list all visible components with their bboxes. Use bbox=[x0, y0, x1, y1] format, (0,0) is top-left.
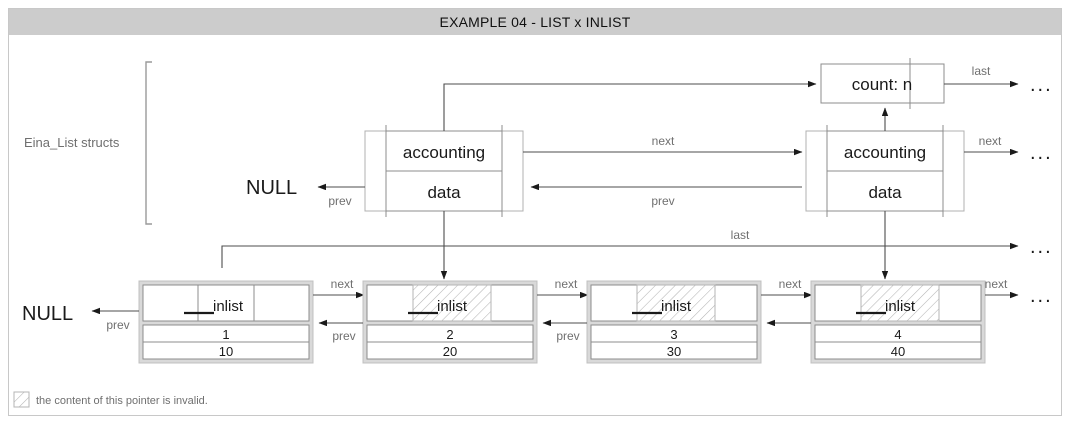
ellipsis-last: ... bbox=[1030, 236, 1053, 258]
inlist-node-2-label: inlist bbox=[437, 298, 468, 315]
wire-struct1-accounting-to-count bbox=[443, 80, 817, 131]
inlist-node-2-value-a: 2 bbox=[446, 327, 453, 342]
page-title: EXAMPLE 04 - LIST x INLIST bbox=[439, 14, 631, 30]
legend: the content of this pointer is invalid. bbox=[13, 391, 208, 408]
list-struct-1-accounting-label: accounting bbox=[403, 143, 485, 162]
inlist-node-1-prev-label: prev bbox=[106, 318, 129, 332]
inlist-node-4-value-b: 40 bbox=[891, 344, 905, 359]
inlist-node-4: inlist 4 40 bbox=[810, 280, 986, 364]
legend-label: the content of this pointer is invalid. bbox=[36, 395, 208, 407]
inlist-node-2: inlist 2 20 bbox=[362, 280, 538, 364]
inlist-node-1: inlist 1 10 bbox=[138, 280, 314, 364]
count-label: count: n bbox=[852, 75, 913, 94]
inlist-node-3-value-b: 30 bbox=[667, 344, 681, 359]
list-struct-1-prev-label: prev bbox=[328, 194, 351, 208]
invalid-pointer-hatch-2 bbox=[412, 284, 492, 322]
wire-last bbox=[221, 242, 1019, 268]
inlist-node-2-prev-label: prev bbox=[332, 329, 355, 343]
inlist-node-1-label: inlist bbox=[213, 298, 244, 315]
ellipsis-struct2-next: ... bbox=[1030, 142, 1053, 164]
inlist-node-3-label: inlist bbox=[661, 298, 692, 315]
null-top-label: NULL bbox=[246, 177, 297, 199]
list-struct-1: accounting data bbox=[364, 125, 524, 217]
inlist-node-4-next-label: next bbox=[985, 277, 1008, 291]
invalid-pointer-hatch-4 bbox=[860, 284, 940, 322]
list-struct-1-next-label: next bbox=[652, 134, 675, 148]
inlist-node-2-value-b: 20 bbox=[443, 344, 457, 359]
last-wire-label: last bbox=[731, 228, 750, 242]
count-last-label: last bbox=[972, 64, 991, 78]
inlist-node-3-value-a: 3 bbox=[670, 327, 677, 342]
inlist-node-1-value-b: 10 bbox=[219, 344, 233, 359]
list-struct-2-next-label: next bbox=[979, 134, 1002, 148]
title-bar: EXAMPLE 04 - LIST x INLIST bbox=[9, 9, 1061, 35]
null-bottom-label: NULL bbox=[22, 303, 73, 325]
struct-group-bracket bbox=[145, 61, 152, 225]
inlist-node-1-value-a: 1 bbox=[222, 327, 229, 342]
inlist-node-1-next-label: next bbox=[331, 277, 354, 291]
ellipsis-count-last: ... bbox=[1030, 74, 1053, 96]
legend-hatch-swatch bbox=[13, 391, 30, 408]
invalid-pointer-hatch-3 bbox=[636, 284, 716, 322]
inlist-node-4-value-a: 4 bbox=[894, 327, 901, 342]
list-struct-1-data-label: data bbox=[427, 183, 461, 202]
accounting-struct-box: count: n last ... bbox=[820, 58, 1053, 109]
list-struct-2: accounting data bbox=[805, 125, 965, 217]
struct-group-label: Eina_List structs bbox=[24, 135, 120, 150]
inlist-node-3-next-label: next bbox=[779, 277, 802, 291]
inlist-node-3: inlist 3 30 bbox=[586, 280, 762, 364]
inlist-node-2-next-label: next bbox=[555, 277, 578, 291]
list-struct-2-prev-label: prev bbox=[651, 194, 674, 208]
list-struct-2-accounting-label: accounting bbox=[844, 143, 926, 162]
list-struct-2-data-label: data bbox=[868, 183, 902, 202]
ellipsis-node4-next: ... bbox=[1030, 285, 1053, 307]
inlist-node-4-label: inlist bbox=[885, 298, 916, 315]
inlist-node-3-prev-label: prev bbox=[556, 329, 579, 343]
